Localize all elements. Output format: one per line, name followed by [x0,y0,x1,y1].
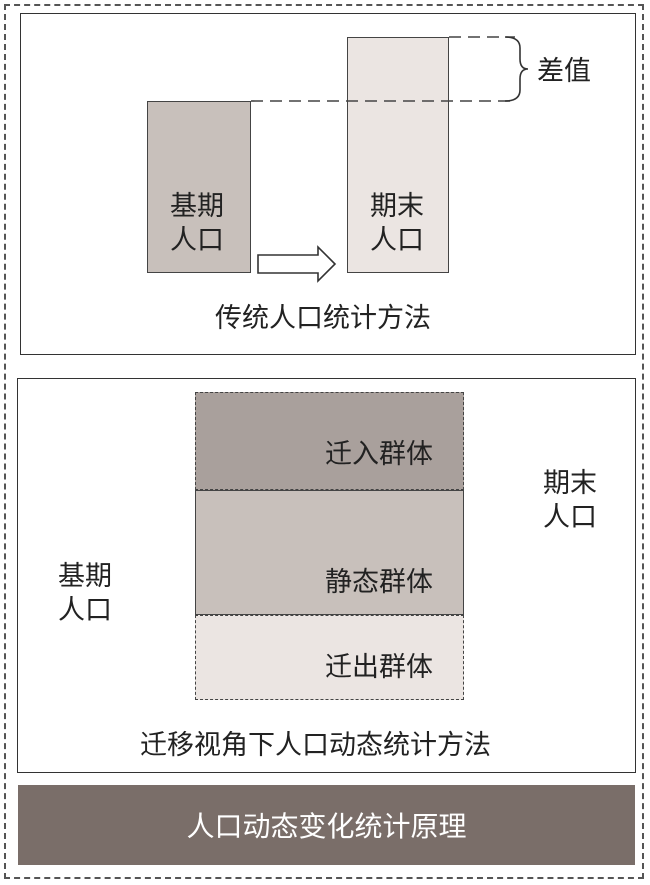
arrow-icon [257,245,337,283]
out-migration-block [195,615,464,700]
end-population-brace-label: 期末 人口 [543,468,597,533]
base-population-brace-label: 基期 人口 [58,561,112,626]
migration-caption: 迁移视角下人口动态统计方法 [140,730,491,761]
difference-label: 差值 [537,56,591,87]
static-group-block [195,490,464,615]
end-population-bar [347,37,449,273]
out-migration-label: 迁出群体 [325,652,433,683]
footer-banner: 人口动态变化统计原理 [18,785,635,865]
in-migration-label: 迁入群体 [325,439,433,470]
outer-frame [4,4,644,879]
static-group-label: 静态群体 [325,567,433,598]
in-migration-block [195,392,464,490]
base-population-bar [147,101,251,273]
base-population-label: 基期 人口 [170,191,224,256]
traditional-caption: 传统人口统计方法 [215,303,431,334]
end-population-label: 期末 人口 [370,191,424,256]
footer-title: 人口动态变化统计原理 [186,810,467,843]
difference-brace [504,36,529,102]
traditional-method-panel [20,13,636,355]
